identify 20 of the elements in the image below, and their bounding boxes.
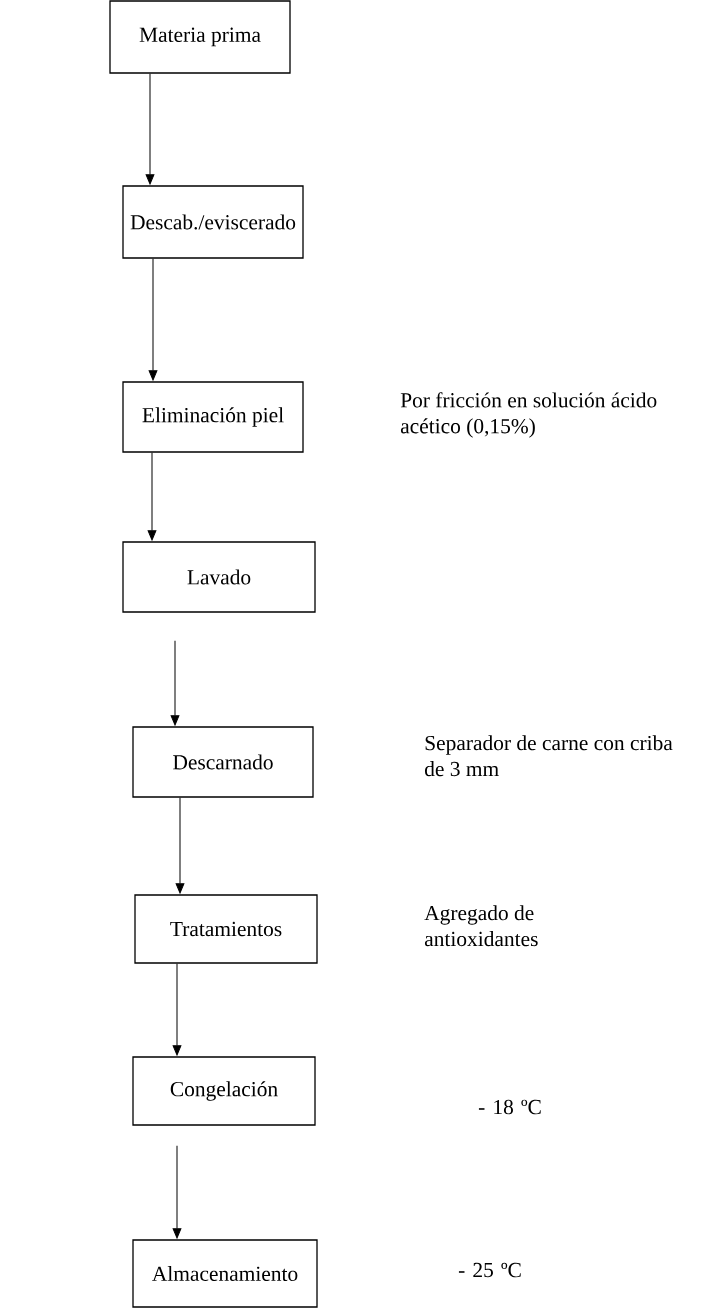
process-box: Lavado bbox=[122, 541, 316, 613]
side-note: Agregado de antioxidantes bbox=[424, 905, 538, 947]
process-box: Congelación bbox=[132, 1056, 316, 1126]
arrow bbox=[172, 963, 182, 1056]
side-note: - 25 ºC bbox=[458, 1262, 521, 1278]
side-note: Por fricción en solución ácido acético (0,15%) bbox=[400, 392, 657, 438]
arrow bbox=[147, 452, 157, 541]
process-box: Descarnado bbox=[132, 726, 314, 798]
process-box: Descab./eviscerado bbox=[122, 185, 304, 259]
process-box: Eliminación piel bbox=[122, 381, 304, 453]
arrow bbox=[148, 258, 158, 381]
process-box: Materia prima bbox=[109, 0, 291, 74]
arrow bbox=[172, 1145, 182, 1239]
arrow bbox=[175, 797, 185, 894]
side-note: - 18 ºC bbox=[478, 1099, 541, 1115]
process-box: Almacenamiento bbox=[132, 1239, 318, 1308]
process-box: Tratamientos bbox=[134, 894, 318, 964]
arrow bbox=[170, 640, 180, 726]
arrow bbox=[145, 73, 155, 185]
side-note: Separador de carne con criba de 3 mm bbox=[425, 735, 673, 777]
